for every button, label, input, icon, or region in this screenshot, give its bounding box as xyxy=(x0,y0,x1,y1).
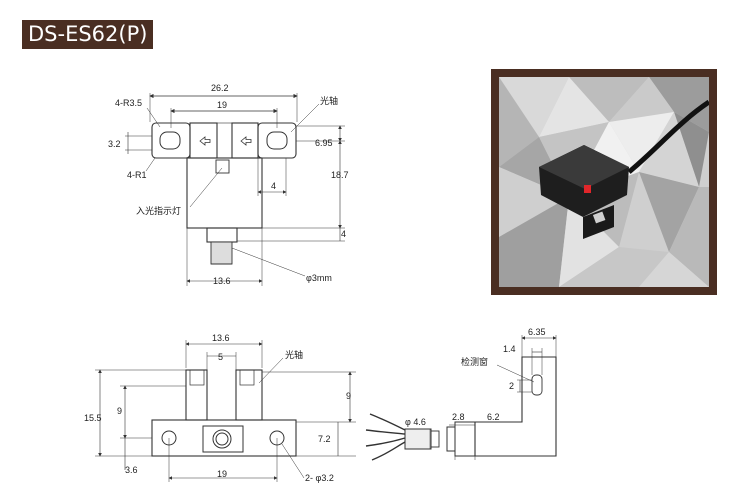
dim-1-4: 1.4 xyxy=(503,344,516,354)
optical-axis-label-top: 光轴 xyxy=(320,95,338,107)
dim-26-2: 26.2 xyxy=(211,83,229,93)
dim-15-5: 15.5 xyxy=(84,413,102,423)
fillet-label: 4-R1 xyxy=(127,170,147,180)
dim-3-6: 3.6 xyxy=(125,465,138,475)
led-indicator xyxy=(584,185,591,193)
dim-4-bottom: 4 xyxy=(341,229,346,239)
dim-6-2: 6.2 xyxy=(487,412,500,422)
dim-19-top: 19 xyxy=(217,100,227,110)
dim-18-7: 18.7 xyxy=(331,170,349,180)
photo-render xyxy=(499,77,709,287)
product-photo xyxy=(499,77,709,287)
dim-13-6-front: 13.6 xyxy=(212,333,230,343)
dim-19-front: 19 xyxy=(217,469,227,479)
dim-7-2: 7.2 xyxy=(318,434,331,444)
top-view xyxy=(125,93,345,286)
front-view xyxy=(95,340,356,482)
detect-window-label: 检测窗 xyxy=(461,356,488,368)
cable-diameter-label: φ3mm xyxy=(306,273,332,283)
product-photo-frame xyxy=(491,69,717,295)
dim-9-right: 9 xyxy=(346,391,351,401)
hole-label: 2- φ3.2 xyxy=(305,473,334,483)
optical-axis-label-front: 光轴 xyxy=(285,349,303,361)
dim-2: 2 xyxy=(509,381,514,391)
dim-3-2: 3.2 xyxy=(108,139,121,149)
dim-6-35: 6.35 xyxy=(528,327,546,337)
dim-2-8: 2.8 xyxy=(452,412,465,422)
product-title: DS-ES62(P) xyxy=(22,20,154,49)
dim-6-95: 6.95 xyxy=(315,138,333,148)
dim-13-6-top: 13.6 xyxy=(213,276,231,286)
dim-cable-4-6: φ 4.6 xyxy=(405,417,426,427)
indicator-label: 入光指示灯 xyxy=(136,205,181,217)
dim-5: 5 xyxy=(218,352,223,362)
radius-label: 4-R3.5 xyxy=(115,98,142,108)
dim-4-slot: 4 xyxy=(271,181,276,191)
dim-9-left: 9 xyxy=(117,406,122,416)
side-view xyxy=(365,335,557,461)
